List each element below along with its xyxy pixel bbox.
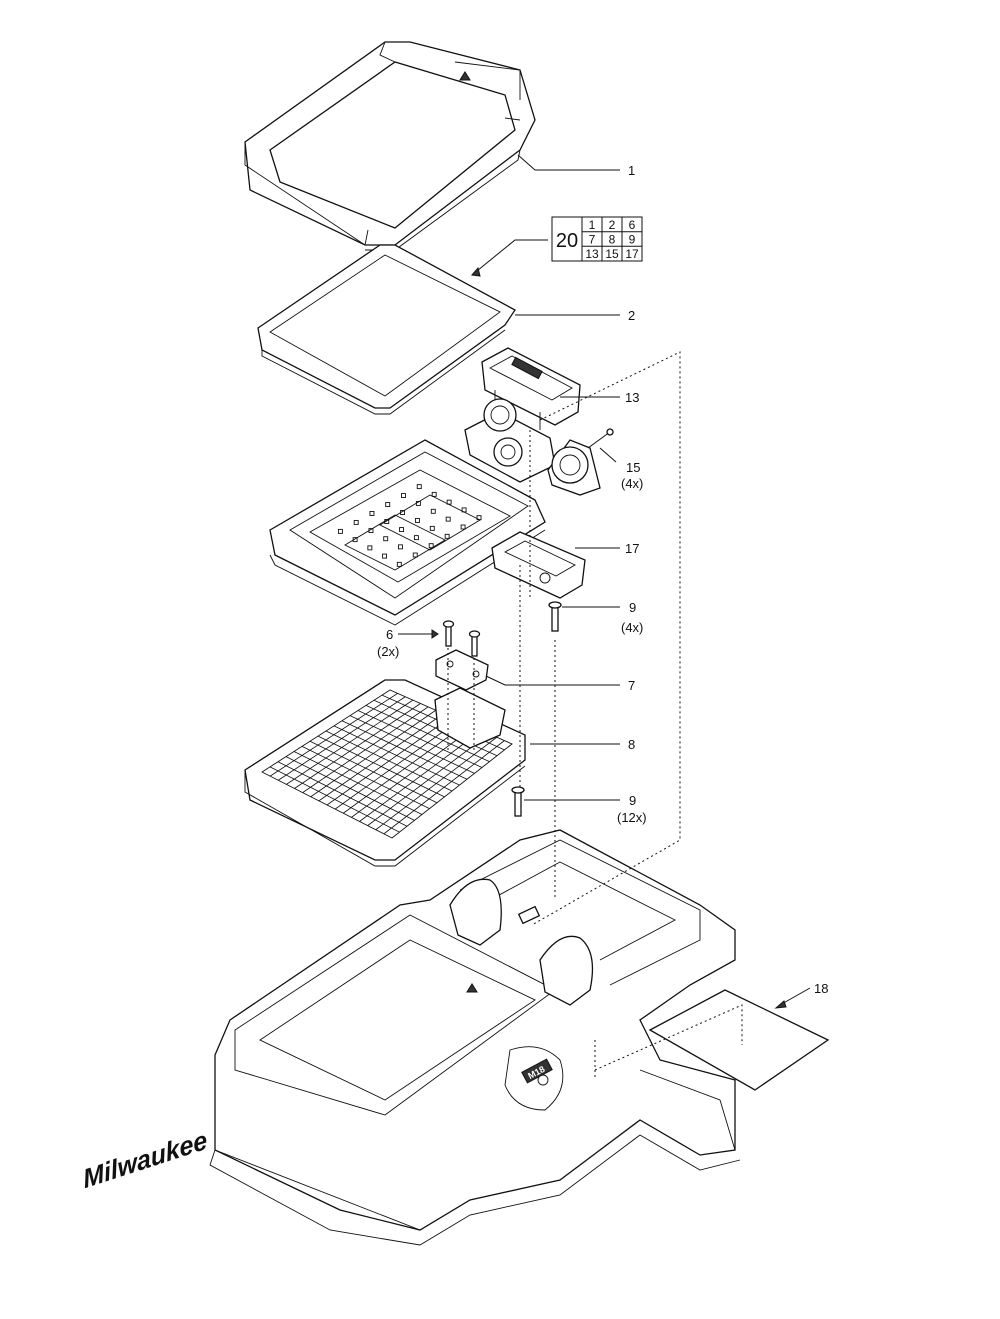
kit-cell: 8	[609, 233, 616, 247]
callout-2: 2	[628, 308, 635, 323]
part-9-screw-upper	[548, 601, 562, 632]
callout-17: 17	[625, 541, 639, 556]
callout-15-qty: (4x)	[621, 476, 643, 491]
part-15-brackets	[464, 398, 614, 496]
kit-cell: 17	[625, 247, 639, 261]
part-7-bracket	[435, 649, 489, 691]
led-panel	[269, 439, 546, 626]
callout-13: 13	[625, 390, 639, 405]
brand-logo: Milwaukee	[81, 1124, 209, 1194]
kit-box-20: 20 1 2 6 7 8 9 13 15 17	[551, 216, 643, 262]
callout-labels: 1 2 13 15 (4x) 17 9 (4x) 6 (2x) 7 8 9 (1…	[377, 163, 828, 996]
main-housing: Milwaukee M18	[81, 829, 741, 1246]
leader-lines	[398, 154, 811, 1009]
kit-number: 20	[556, 230, 578, 252]
part-8-grid-plate	[244, 679, 526, 867]
callout-9-upper-qty: (4x)	[621, 620, 643, 635]
kit-cell: 1	[589, 218, 596, 232]
callout-9-upper: 9	[629, 600, 636, 615]
part-18-label	[648, 989, 830, 1091]
kit-cell: 6	[629, 218, 636, 232]
kit-cell: 9	[629, 233, 636, 247]
part-17-bracket	[491, 531, 586, 599]
callout-6: 6	[386, 627, 393, 642]
part-6-screws	[442, 620, 481, 657]
callout-18: 18	[814, 981, 828, 996]
part-1-frame	[244, 41, 536, 251]
callout-15: 15	[626, 460, 640, 475]
part-9-screw-lower	[511, 786, 525, 817]
kit-cell: 2	[609, 218, 616, 232]
kit-cell: 7	[589, 233, 596, 247]
assembly-guide-lines	[447, 351, 743, 1080]
part-2-lens	[257, 244, 516, 415]
callout-9-lower: 9	[629, 793, 636, 808]
kit-cell: 13	[585, 247, 599, 261]
callout-1: 1	[628, 163, 635, 178]
callout-6-qty: (2x)	[377, 644, 399, 659]
callout-9-lower-qty: (12x)	[617, 810, 647, 825]
kit-cell: 15	[605, 247, 619, 261]
callout-8: 8	[628, 737, 635, 752]
callout-7: 7	[628, 678, 635, 693]
